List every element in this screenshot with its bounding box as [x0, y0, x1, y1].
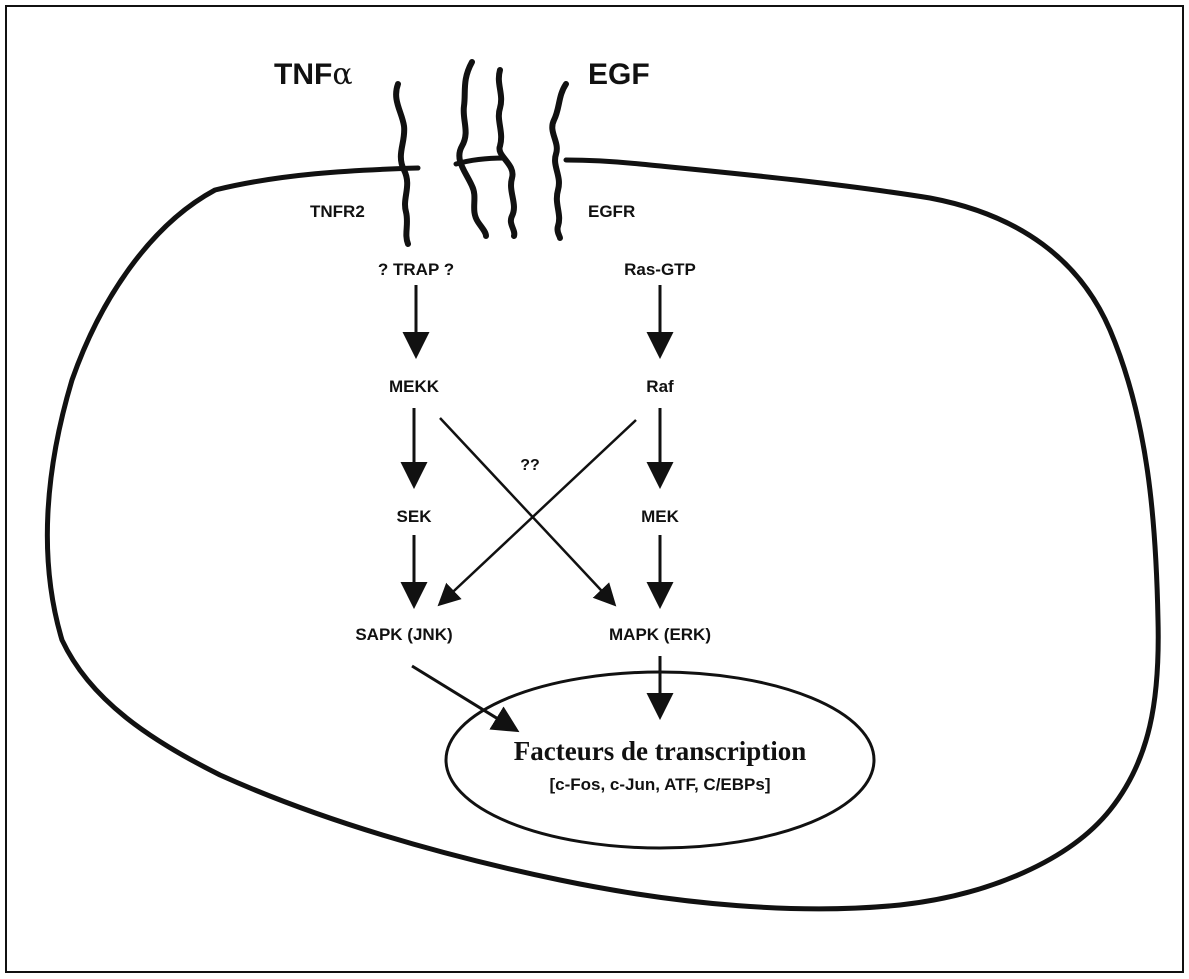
- arrow-sapk-to-transcription: [412, 666, 516, 730]
- tnf-alpha-label: TNFα: [274, 57, 353, 92]
- tnf-alpha-strand-1: [459, 62, 486, 236]
- figure-frame: [6, 6, 1183, 972]
- tnfr2-receptor: [396, 84, 408, 244]
- raf-node: Raf: [646, 377, 674, 396]
- tnfr2-label: TNFR2: [310, 202, 365, 221]
- crosstalk-label: ??: [520, 457, 540, 474]
- mek-node: MEK: [641, 507, 680, 526]
- mapk-erk-node: MAPK (ERK): [609, 625, 711, 644]
- cell-membrane: [47, 160, 1158, 909]
- transcription-factors-title: Facteurs de transcription: [514, 736, 806, 766]
- transcription-factors-list: [c-Fos, c-Jun, ATF, C/EBPs]: [549, 775, 770, 794]
- tnf-alpha-strand-2: [499, 70, 514, 236]
- sek-node: SEK: [397, 507, 433, 526]
- egfr-label: EGFR: [588, 202, 635, 221]
- egf-label: EGF: [588, 58, 650, 91]
- tnf-alpha-bridge: [456, 158, 504, 164]
- arrow-mekk-to-mapk: [440, 418, 614, 604]
- trap-node: ? TRAP ?: [378, 260, 454, 279]
- alpha-symbol: α: [332, 57, 352, 92]
- mekk-node: MEKK: [389, 377, 440, 396]
- ras-gtp-node: Ras-GTP: [624, 260, 696, 279]
- sapk-jnk-node: SAPK (JNK): [355, 625, 452, 644]
